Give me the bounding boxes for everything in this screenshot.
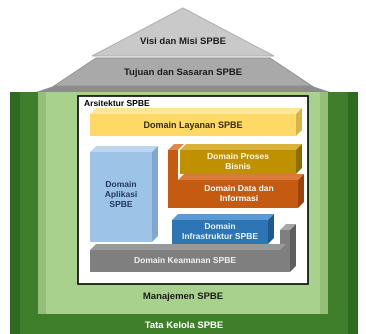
domain-aplikasi-label: Domain Aplikasi SPBE [104, 179, 138, 209]
domain-keamanan-label: Domain Keamanan SPBE [133, 255, 237, 266]
arsitektur-label: Arsitektur SPBE [84, 98, 150, 109]
domain-infrastruktur-label: Domain Infrastruktur SPBE [181, 221, 259, 241]
domain-proses-bisnis-label: Domain Proses Bisnis [207, 151, 269, 171]
domain-proses-bisnis-block [180, 144, 302, 174]
goals-targets-label: Tujuan dan Sasaran SPBE [123, 66, 243, 78]
roof-eave-shape [36, 86, 330, 92]
tata-kelola-label: Tata Kelola SPBE [144, 319, 224, 331]
domain-layanan-label: Domain Layanan SPBE [143, 119, 243, 130]
vision-mission-label: Visi dan Misi SPBE [140, 35, 226, 47]
roof-top-main [91, 7, 275, 57]
domain-keamanan-block [90, 224, 296, 272]
roof [36, 7, 330, 92]
domain-data-block [168, 144, 304, 208]
domain-data-label: Domain Data dan Informasi [204, 183, 274, 203]
domain-infrastruktur-block [172, 214, 274, 244]
domain-aplikasi-block [90, 146, 158, 242]
manajemen-label: Manajemen SPBE [142, 290, 224, 302]
domain-layanan-block [90, 108, 302, 136]
